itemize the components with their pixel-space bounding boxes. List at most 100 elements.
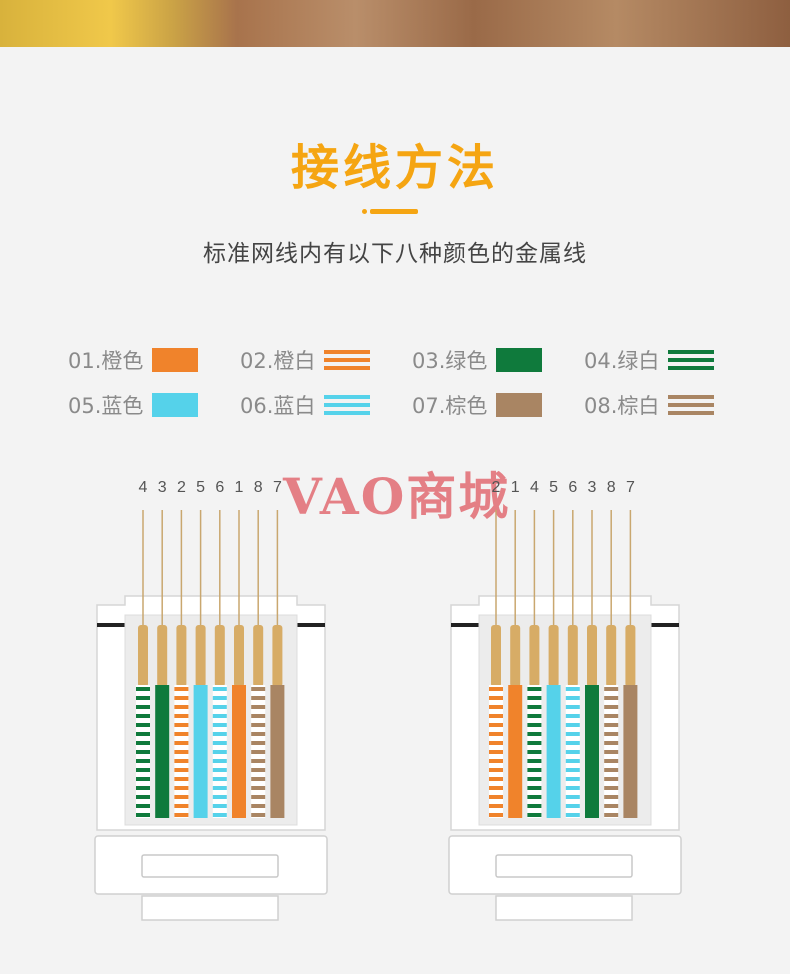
wire-stripe — [136, 687, 150, 691]
striped-swatch-icon — [324, 393, 370, 417]
wire-stripe — [489, 696, 503, 700]
wire-stripe — [136, 759, 150, 763]
wire-stripe — [527, 759, 542, 763]
legend-item: 04.绿白 — [584, 345, 714, 375]
wire-stripe — [212, 705, 227, 709]
wire-solid — [193, 685, 208, 818]
wire-stripe — [174, 687, 189, 691]
wire-stripe — [212, 687, 227, 691]
legend-label: 02.橙白 — [240, 349, 316, 373]
wire-stripe — [604, 768, 619, 772]
wire-stripe — [565, 786, 580, 790]
connector-inner-window — [124, 614, 298, 826]
gold-contact — [625, 625, 636, 687]
wire-stripe — [174, 705, 189, 709]
wire-stripe — [174, 786, 189, 790]
legend-item: 01.橙色 — [68, 345, 198, 375]
pin-number-label: 1 — [235, 479, 244, 496]
wire-stripe — [565, 813, 580, 817]
wire-stripe — [489, 705, 503, 709]
wire-stripe — [174, 696, 189, 700]
wire-stripe — [174, 723, 189, 727]
wire-stripe — [174, 732, 189, 736]
wire-stripe — [565, 768, 580, 772]
wire-stripe — [251, 696, 266, 700]
gold-contact — [491, 625, 501, 687]
wire-stripe — [251, 759, 266, 763]
gold-contact — [529, 625, 540, 687]
legend-label: 08.棕白 — [584, 394, 660, 418]
gold-contact — [272, 625, 283, 687]
wire-stripe — [251, 714, 266, 718]
wire-stripe — [604, 813, 619, 817]
wire-stripe — [212, 741, 227, 745]
wire-stripe — [136, 705, 150, 709]
watermark-logo: VAO商城 — [283, 467, 511, 526]
wire-solid — [546, 685, 561, 818]
wire-stripe — [527, 795, 542, 799]
legend-item: 05.蓝色 — [68, 390, 198, 420]
wire-stripe — [604, 786, 619, 790]
wire-stripe — [527, 750, 542, 754]
legend-item: 03.绿色 — [412, 345, 542, 375]
wire-stripe — [212, 777, 227, 781]
wire-stripe — [212, 714, 227, 718]
gold-contact — [510, 625, 521, 687]
pin-number-label: 8 — [607, 479, 616, 496]
wire-stripe — [527, 723, 542, 727]
wire-stripe — [212, 786, 227, 790]
gold-contact — [567, 625, 578, 687]
wire-solid — [155, 685, 170, 818]
wire-stripe — [489, 723, 503, 727]
connector-inner-window — [478, 614, 652, 826]
legend-item: 08.棕白 — [584, 390, 714, 420]
wire-stripe — [251, 768, 266, 772]
pin-number-label: 3 — [588, 479, 597, 496]
wire-stripe — [136, 732, 150, 736]
wire-stripe — [251, 705, 266, 709]
solid-swatch-icon — [152, 393, 198, 417]
legend-label: 07.棕色 — [412, 394, 488, 418]
wire-stripe — [565, 714, 580, 718]
wire-stripe — [565, 687, 580, 691]
pin-number-label: 6 — [215, 479, 224, 496]
wire-stripe — [136, 714, 150, 718]
gold-contact — [214, 625, 225, 687]
striped-swatch-icon — [668, 393, 714, 417]
wire-stripe — [212, 732, 227, 736]
wire-stripe — [565, 759, 580, 763]
wire-stripe — [251, 723, 266, 727]
wire-stripe — [212, 759, 227, 763]
gold-contact — [195, 625, 206, 687]
wire-stripe — [565, 732, 580, 736]
wire-stripe — [527, 714, 542, 718]
wire-solid — [585, 685, 599, 818]
wire-stripe — [251, 795, 266, 799]
wire-stripe — [174, 804, 189, 808]
legend-label: 05.蓝色 — [68, 394, 144, 418]
solid-swatch-icon — [496, 393, 542, 417]
legend-label: 01.橙色 — [68, 349, 144, 373]
wire-stripe — [489, 732, 503, 736]
wire-stripe — [136, 813, 150, 817]
wire-stripe — [251, 741, 266, 745]
wire-stripe — [174, 813, 189, 817]
pin-number-label: 7 — [626, 479, 635, 496]
connector-clip-slot — [141, 854, 279, 878]
wire-stripe — [174, 750, 189, 754]
wire-stripe — [136, 750, 150, 754]
title-divider-dot — [362, 209, 367, 214]
wire-stripe — [489, 759, 503, 763]
gold-contact — [138, 625, 148, 687]
legend-label: 03.绿色 — [412, 349, 488, 373]
striped-swatch-icon — [668, 348, 714, 372]
wire-stripe — [136, 804, 150, 808]
wire-stripe — [136, 786, 150, 790]
wire-stripe — [565, 723, 580, 727]
pin-number-label: 5 — [549, 479, 558, 496]
wire-stripe — [565, 741, 580, 745]
gold-contact — [548, 625, 559, 687]
wire-stripe — [565, 750, 580, 754]
wire-stripe — [212, 813, 227, 817]
wire-stripe — [527, 741, 542, 745]
